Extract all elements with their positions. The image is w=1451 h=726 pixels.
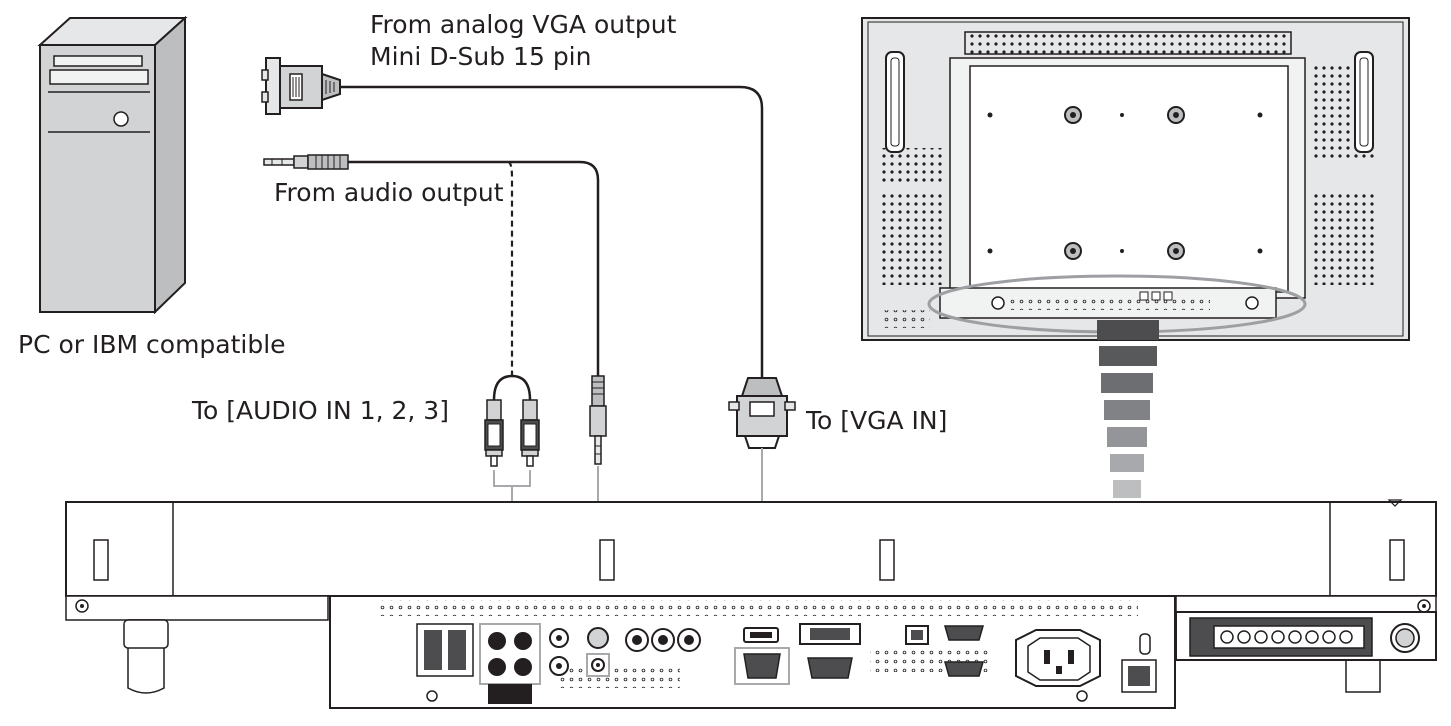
audio-cable: [348, 160, 600, 376]
vga-cable: [340, 85, 764, 380]
stereo-mini-jack-vertical-icon: [589, 375, 607, 465]
pc-label: PC or IBM compatible: [18, 330, 286, 359]
vga-connector-icon: [261, 57, 341, 115]
vga-source-label-line2: Mini D-Sub 15 pin: [370, 42, 592, 71]
vga-target-label: To [VGA IN]: [806, 406, 948, 435]
audio-target-label: To [AUDIO IN 1, 2, 3]: [192, 396, 449, 425]
stereo-mini-jack-icon: [263, 154, 349, 170]
audio-cable-alternate: [507, 160, 514, 375]
input-terminal-panel-icon: [65, 499, 1437, 709]
display-rear-panel-icon: [861, 17, 1410, 341]
zoom-indicator: [1097, 320, 1159, 524]
vga-connector-vertical-icon: [728, 377, 796, 449]
audio-source-label: From audio output: [274, 178, 504, 207]
rca-plug-pair-icon: [484, 374, 540, 467]
pc-tower-icon: [37, 15, 188, 315]
vga-source-label-line1: From analog VGA output: [370, 10, 677, 39]
